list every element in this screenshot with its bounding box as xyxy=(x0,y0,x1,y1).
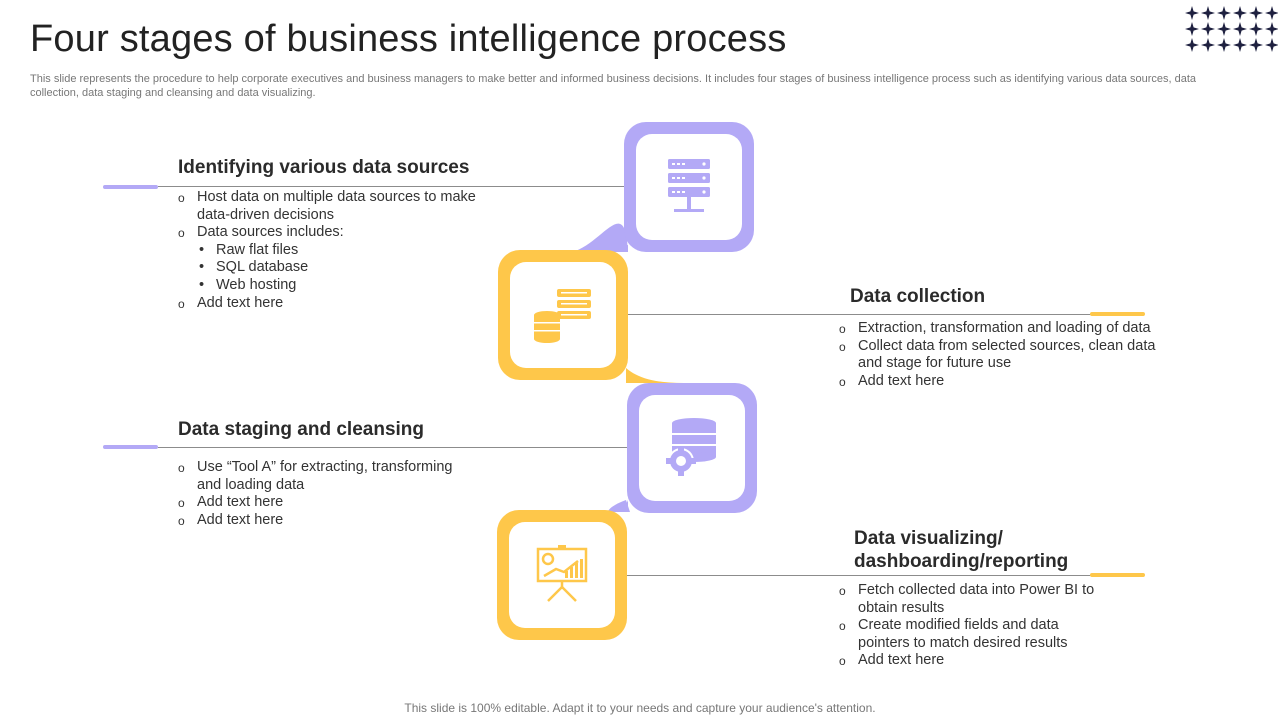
presentation-chart-icon xyxy=(536,545,588,602)
star-decoration xyxy=(1233,22,1247,36)
stage-3-divider xyxy=(158,447,627,448)
star-decoration xyxy=(1217,22,1231,36)
bullet-item: Host data on multiple data sources to ma… xyxy=(178,189,498,224)
star-decoration xyxy=(1265,6,1278,20)
bullet-text: Data sources includes: xyxy=(197,224,344,241)
page-title: Four stages of business intelligence pro… xyxy=(30,18,787,60)
stage-2-bullets: Extraction, transformation and loading o… xyxy=(839,320,1169,391)
stage-4-accent xyxy=(1090,573,1145,577)
star-decoration xyxy=(1249,6,1263,20)
sub-bullet-item: Raw flat files xyxy=(197,242,498,260)
bullet-item: Add text here xyxy=(178,295,498,313)
star-decoration xyxy=(1233,38,1247,52)
star-decoration xyxy=(1185,6,1199,20)
star-decoration xyxy=(1249,38,1263,52)
stage-2-divider xyxy=(628,314,1092,315)
bullet-item: Extraction, transformation and loading o… xyxy=(839,320,1169,338)
bullet-item: Add text here xyxy=(178,512,478,530)
star-decoration xyxy=(1201,38,1215,52)
sub-bullet-item: SQL database xyxy=(197,259,498,277)
bullet-item: Collect data from selected sources, clea… xyxy=(839,338,1169,373)
sub-bullet-item: Web hosting xyxy=(197,277,498,295)
stage-3-bullets: Use “Tool A” for extracting, transformin… xyxy=(178,459,478,530)
bullet-item: Fetch collected data into Power BI to ob… xyxy=(839,582,1104,617)
stage-4-icon-card xyxy=(509,522,615,628)
server-icon xyxy=(668,159,710,212)
stage-2-title: Data collection xyxy=(850,286,986,307)
star-decoration xyxy=(1217,6,1231,20)
stage-1-accent xyxy=(103,185,158,189)
bullet-item: Data sources includes: Raw flat files SQ… xyxy=(178,224,498,294)
stage-2-accent xyxy=(1090,312,1145,316)
stage-3-title: Data staging and cleansing xyxy=(178,419,424,440)
bullet-item: Add text here xyxy=(839,652,1104,670)
bullet-item: Add text here xyxy=(839,373,1169,391)
stage-4-bullets: Fetch collected data into Power BI to ob… xyxy=(839,582,1104,671)
stage-3-accent xyxy=(103,445,158,449)
database-gear-icon xyxy=(666,418,716,476)
bullet-item: Use “Tool A” for extracting, transformin… xyxy=(178,459,478,494)
bullet-item: Create modified fields and data pointers… xyxy=(839,617,1104,652)
stage-3-icon-card xyxy=(639,395,745,501)
stage-1-title: Identifying various data sources xyxy=(178,157,470,178)
star-decoration xyxy=(1265,38,1278,52)
star-decoration xyxy=(1233,6,1247,20)
star-decoration xyxy=(1185,22,1199,36)
database-stack-icon xyxy=(534,289,591,343)
page-subtitle: This slide represents the procedure to h… xyxy=(30,73,1197,99)
star-decoration xyxy=(1249,22,1263,36)
bullet-item: Add text here xyxy=(178,494,478,512)
star-decoration xyxy=(1185,38,1199,52)
stage-4-title: Data visualizing/ dashboarding/reporting xyxy=(854,528,1069,572)
star-decoration xyxy=(1217,38,1231,52)
sub-bullet-list: Raw flat files SQL database Web hosting xyxy=(197,242,498,295)
stage-2-icon-card xyxy=(510,262,616,368)
stage-1-bullets: Host data on multiple data sources to ma… xyxy=(178,189,498,313)
star-decoration xyxy=(1201,22,1215,36)
stage-1-icon-card xyxy=(636,134,742,240)
stage-4-divider xyxy=(627,575,1092,576)
footer-note: This slide is 100% editable. Adapt it to… xyxy=(404,701,876,715)
stage-1-divider xyxy=(158,186,624,187)
star-decoration xyxy=(1265,22,1278,36)
star-decoration xyxy=(1201,6,1215,20)
star-grid-decoration xyxy=(1185,6,1278,52)
